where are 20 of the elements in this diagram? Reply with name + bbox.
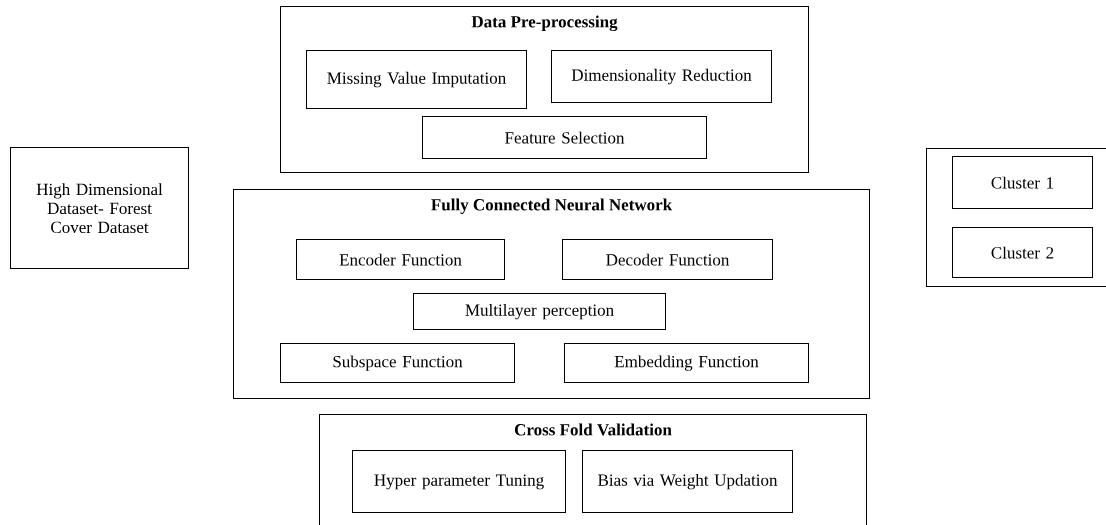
process-box: Feature Selection: [422, 116, 707, 159]
process-box: Decoder Function: [562, 239, 773, 280]
group-box: [280, 6, 809, 173]
process-box: Cluster 1: [952, 156, 1093, 209]
group-heading: Fully Connected Neural Network: [431, 198, 673, 214]
process-box: Encoder Function: [296, 239, 505, 280]
group-box: [926, 148, 1106, 287]
process-box: Bias via Weight Updation: [582, 450, 793, 513]
process-box: High Dimensional Dataset- Forest Cover Dataset: [10, 147, 189, 269]
group-box: [319, 414, 867, 525]
group-box: [233, 189, 870, 399]
process-box: Hyper parameter Tuning: [352, 450, 566, 513]
process-box: Embedding Function: [564, 343, 809, 383]
group-heading: Data Pre-processing: [471, 15, 618, 32]
process-box: Dimensionality Reduction: [551, 50, 772, 103]
process-box: Multilayer perception: [413, 293, 666, 330]
process-box: Subspace Function: [280, 343, 515, 383]
process-box: Cluster 2: [952, 227, 1093, 278]
process-box: Missing Value Imputation: [306, 50, 527, 109]
group-heading: Cross Fold Validation: [514, 423, 672, 436]
